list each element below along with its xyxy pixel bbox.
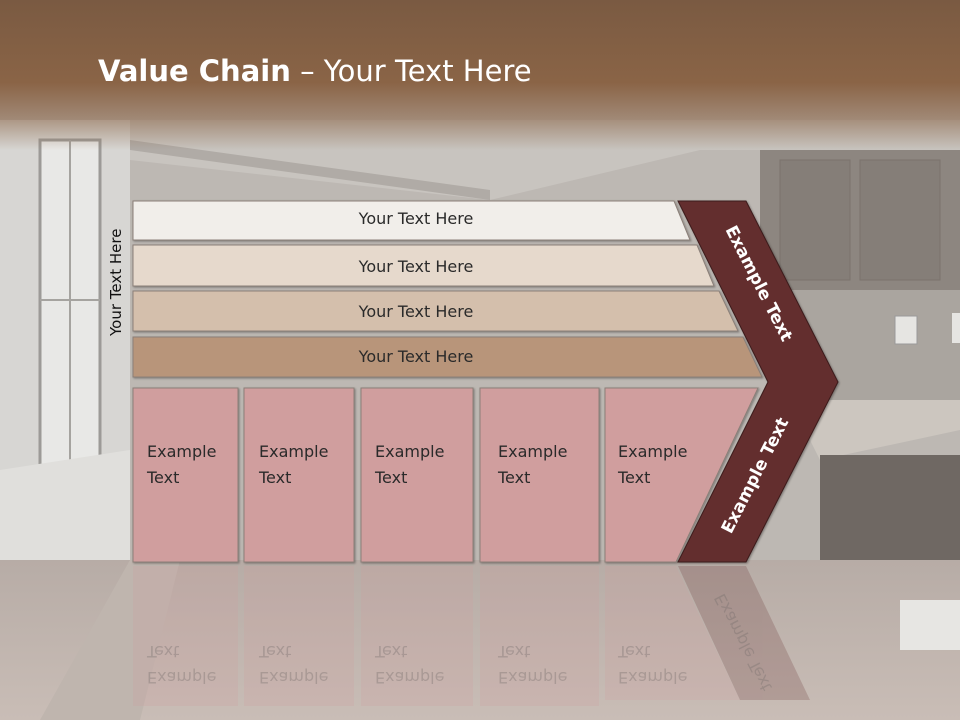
box-line-2: Text: [147, 468, 180, 487]
reflection-line: Text: [618, 642, 651, 661]
primary-box-1: [132, 387, 239, 563]
activity-bar-4: [132, 336, 763, 378]
box-line-1: Example: [375, 442, 445, 461]
reflection-line: Example: [147, 668, 217, 687]
primary-box-3: [360, 387, 474, 563]
box-line-2: Text: [618, 468, 651, 487]
reflection-line: Example: [618, 668, 688, 687]
reflection-box-label: Example Text: [618, 638, 687, 690]
page-title: Value Chain – Your Text Here: [98, 54, 532, 88]
activity-bar-3-label: Your Text Here: [358, 302, 474, 321]
box-line-1: Example: [498, 442, 568, 461]
reflection-line: Example: [498, 668, 568, 687]
box-line-1: Example: [259, 442, 329, 461]
reflection: [133, 566, 810, 706]
activity-bar-2: [132, 244, 715, 287]
primary-box-5: [604, 387, 759, 563]
primary-box-4: [479, 387, 600, 563]
reflection-line: Text: [375, 642, 408, 661]
title-bold: Value Chain: [98, 54, 291, 88]
reflection-box-label: Example Text: [147, 638, 216, 690]
activity-bar-3: [132, 290, 739, 332]
primary-box-4-label: Example Text: [498, 439, 567, 491]
reflection-line: Text: [498, 642, 531, 661]
primary-box-2: [243, 387, 355, 563]
title-rest: – Your Text Here: [290, 54, 532, 88]
box-line-2: Text: [375, 468, 408, 487]
primary-box-1-label: Example Text: [147, 439, 216, 491]
box-line-1: Example: [618, 442, 688, 461]
reflection-line: Text: [259, 642, 292, 661]
reflection-box-label: Example Text: [498, 638, 567, 690]
reflection-line: Example: [375, 668, 445, 687]
activity-bar-1-label: Your Text Here: [358, 209, 474, 228]
activity-bar-4-label: Your Text Here: [358, 347, 474, 366]
reflection-line: Text: [147, 642, 180, 661]
activity-bar-1: [132, 200, 691, 241]
primary-box-5-label: Example Text: [618, 439, 687, 491]
box-line-2: Text: [498, 468, 531, 487]
primary-box-2-label: Example Text: [259, 439, 328, 491]
reflection-box-label: Example Text: [259, 638, 328, 690]
box-line-2: Text: [259, 468, 292, 487]
reflection-box-label: Example Text: [375, 638, 444, 690]
title-band: [0, 0, 960, 150]
reflection-line: Example: [259, 668, 329, 687]
box-line-1: Example: [147, 442, 217, 461]
primary-box-3-label: Example Text: [375, 439, 444, 491]
activity-bar-2-label: Your Text Here: [358, 257, 474, 276]
margin-chevron: [677, 200, 839, 563]
